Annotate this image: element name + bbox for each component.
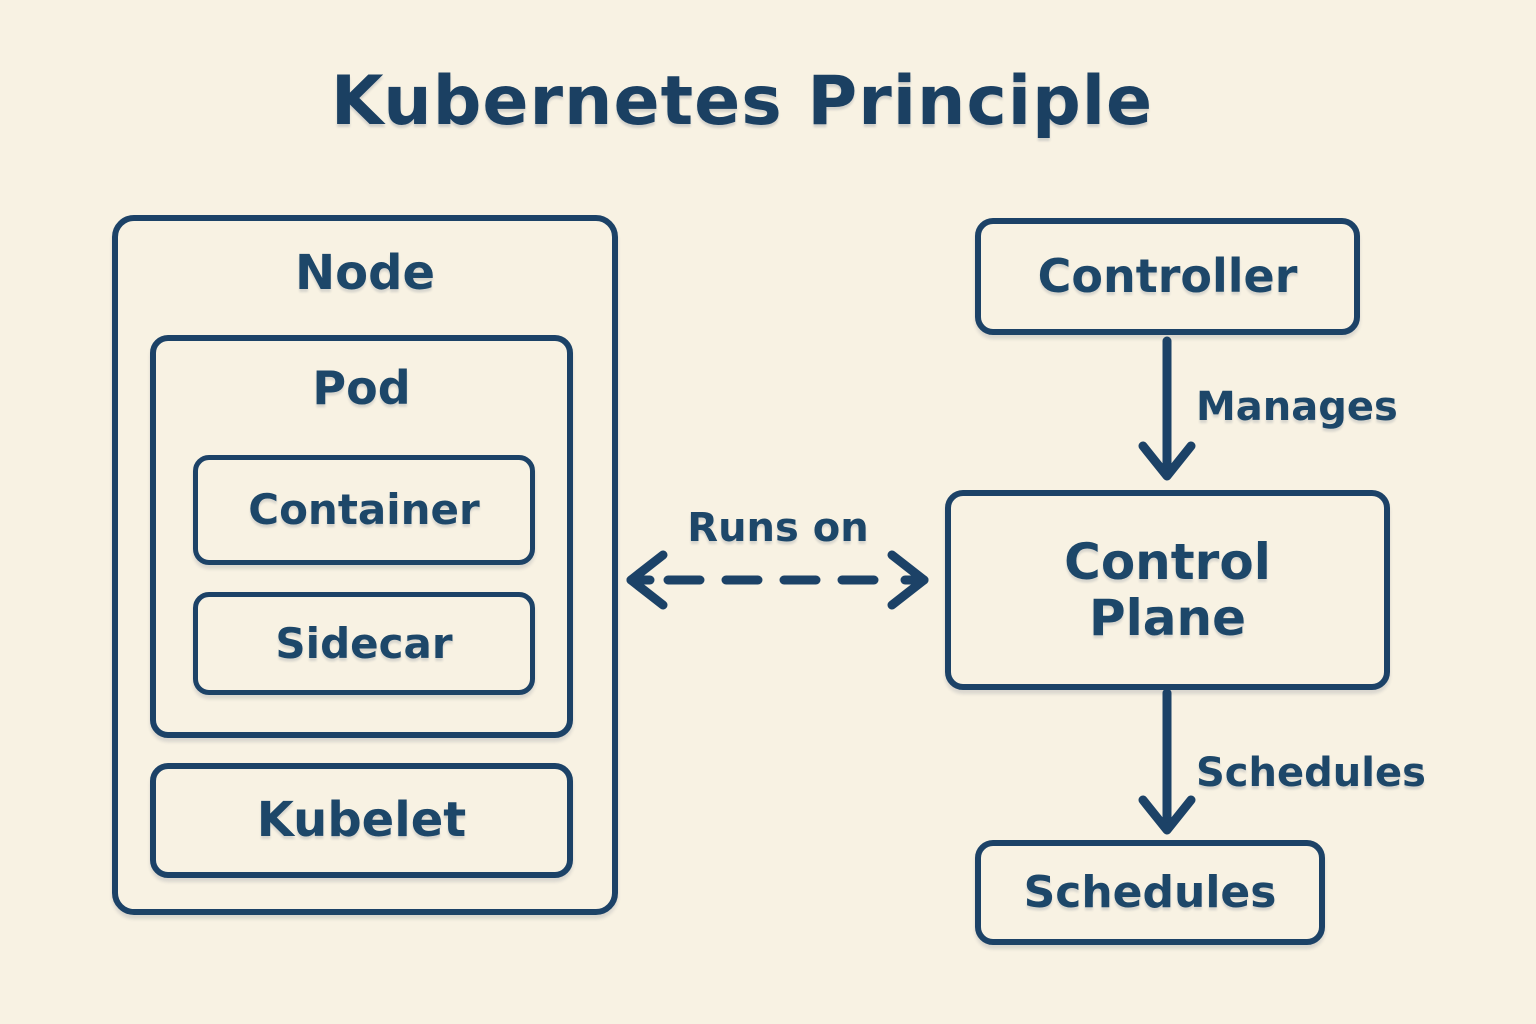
schedules-edge-label: Schedules — [1196, 750, 1426, 796]
container-label: Container — [248, 485, 480, 535]
control-plane-box: Control Plane — [945, 490, 1390, 690]
kubelet-label: Kubelet — [256, 791, 467, 848]
schedules-box-label: Schedules — [1023, 866, 1277, 918]
sidecar-label: Sidecar — [275, 618, 453, 668]
controller-box: Controller — [975, 218, 1360, 335]
page-title: Kubernetes Principle — [330, 62, 1154, 141]
schedules-arrow — [1138, 688, 1196, 835]
kubelet-box: Kubelet — [150, 763, 573, 878]
node-label: Node — [294, 245, 436, 301]
schedules-box: Schedules — [975, 840, 1325, 945]
runs-on-edge-label: Runs on — [687, 505, 869, 551]
runs-on-arrow — [626, 550, 929, 610]
sidecar-box: Sidecar — [193, 592, 535, 695]
container-box: Container — [193, 455, 535, 565]
manages-edge-label: Manages — [1196, 384, 1398, 430]
node-box: Node — [112, 215, 618, 915]
controller-label: Controller — [1037, 248, 1298, 303]
pod-label: Pod — [312, 361, 411, 415]
control-plane-label: Control Plane — [1064, 533, 1271, 647]
pod-box: Pod — [150, 335, 573, 738]
manages-arrow — [1138, 336, 1196, 481]
